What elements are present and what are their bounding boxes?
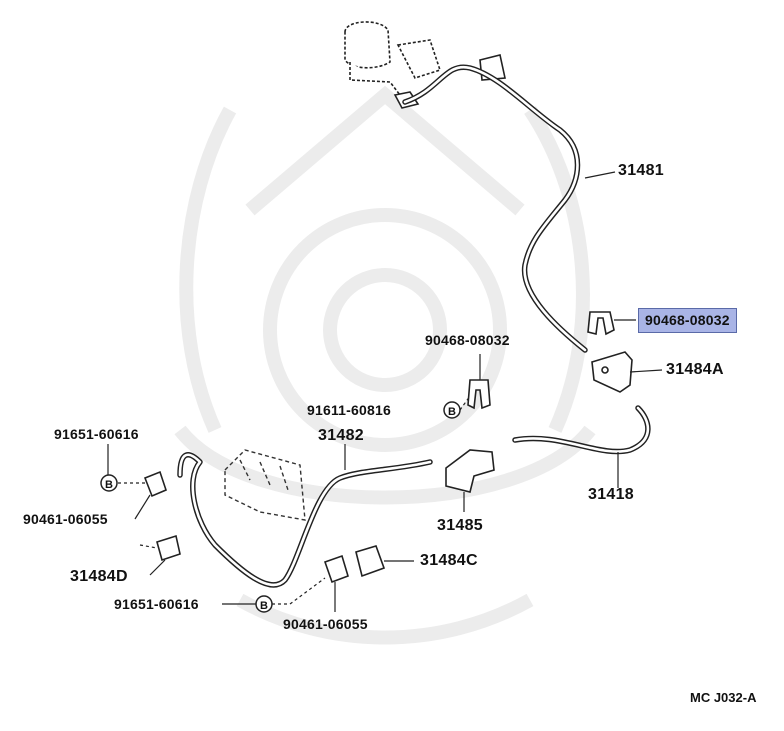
reference-code: MC J032-A bbox=[690, 690, 757, 705]
label-91651-60616-bottom: 91651-60616 bbox=[114, 596, 199, 612]
clip-90468-top bbox=[587, 311, 615, 336]
watermark-emblem bbox=[174, 85, 596, 645]
label-31484A: 31484A bbox=[666, 361, 724, 378]
bracket-31484A bbox=[591, 351, 633, 393]
transmission-outline bbox=[224, 449, 306, 521]
label-31484D: 31484D bbox=[70, 568, 128, 585]
label-91651-60616-left: 91651-60616 bbox=[54, 426, 139, 442]
label-90468-08032: 90468-08032 bbox=[425, 332, 510, 348]
svg-text:B: B bbox=[448, 406, 456, 418]
bolt-marker-91651-bottom: B bbox=[255, 595, 273, 613]
master-cylinder bbox=[344, 21, 506, 109]
clip-90461-left bbox=[143, 470, 167, 498]
label-90461-06055-left: 90461-06055 bbox=[23, 511, 108, 527]
label-31418: 31418 bbox=[588, 486, 634, 503]
clip-90468-mid bbox=[467, 379, 491, 410]
leader-lines bbox=[107, 171, 663, 612]
label-90468-08032-highlighted[interactable]: 90468-08032 bbox=[638, 308, 737, 333]
bolt-marker-91611: B bbox=[443, 401, 461, 419]
svg-text:B: B bbox=[260, 600, 268, 612]
label-31482: 31482 bbox=[318, 427, 364, 444]
clip-31484D bbox=[156, 534, 181, 562]
label-31484C: 31484C bbox=[420, 552, 478, 569]
label-90461-06055-bottom: 90461-06055 bbox=[283, 616, 368, 632]
label-31485: 31485 bbox=[437, 517, 483, 534]
bracket-31485 bbox=[445, 449, 495, 493]
svg-text:B: B bbox=[105, 479, 113, 491]
clip-90461-bottom bbox=[323, 554, 349, 584]
bolt-marker-91651-left: B bbox=[100, 474, 118, 492]
label-31481: 31481 bbox=[618, 162, 664, 179]
label-91611-60816: 91611-60816 bbox=[307, 402, 391, 418]
clip-31484C bbox=[355, 545, 386, 578]
